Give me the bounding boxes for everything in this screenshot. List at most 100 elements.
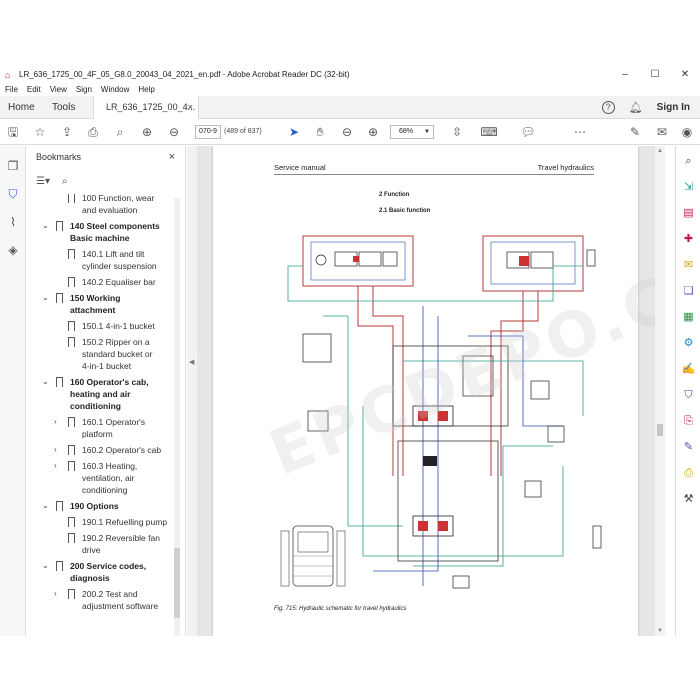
scroll-down-arrow-icon[interactable]: ▼	[657, 628, 663, 634]
select-cursor-icon[interactable]: ➤	[288, 125, 300, 139]
comment-icon[interactable]: 💬︎	[520, 125, 536, 139]
chevron-down-icon[interactable]: ⌄	[42, 293, 49, 302]
bookmarks-scrollbar[interactable]	[174, 198, 180, 636]
bookmark-item[interactable]: adjustment software	[54, 600, 176, 612]
menu-sign[interactable]: Sign	[75, 85, 92, 94]
scroll-up-arrow-icon[interactable]: ▲	[657, 148, 663, 154]
bookmark-item[interactable]: cylinder suspension	[54, 260, 176, 272]
bookmark-item[interactable]: platform	[54, 428, 176, 440]
bookmark-item[interactable]: attachment	[42, 304, 176, 316]
next-page-icon[interactable]: ⊖	[168, 125, 180, 139]
save-icon[interactable]: 🖫︎	[7, 125, 19, 139]
bookmark-item[interactable]: 190.1 Refuelling pump	[54, 516, 176, 530]
bookmark-item[interactable]: ›200.2 Test and	[54, 588, 176, 602]
search-tool-icon[interactable]: ⌕	[685, 155, 692, 167]
zoom-out-icon[interactable]: ⊖	[341, 125, 353, 139]
bookmarks-close-icon[interactable]: ×	[168, 151, 175, 163]
bookmark-item[interactable]: conditioning	[54, 484, 176, 496]
zoom-level-select[interactable]: 68% ▼	[390, 125, 434, 139]
notifications-bell-icon[interactable]: 🔔︎	[628, 102, 643, 114]
menu-help[interactable]: Help	[138, 85, 155, 94]
tab-home[interactable]: Home	[8, 102, 35, 113]
close-window-button[interactable]: ✕	[680, 69, 690, 80]
document-scrollbar[interactable]: ▲ ▼	[655, 146, 665, 636]
bookmark-item[interactable]: ⌄140 Steel components	[42, 220, 176, 234]
chevron-down-icon[interactable]: ⌄	[42, 501, 49, 510]
bookmark-search-icon[interactable]: ⌕	[61, 176, 68, 187]
bookmark-item[interactable]: ›160.1 Operator's	[54, 416, 176, 430]
scan-ocr-icon[interactable]: ⚙	[683, 337, 694, 349]
page-thumbnails-icon[interactable]: ❐	[7, 159, 19, 173]
bookmark-item[interactable]: ⌄160 Operator's cab,	[42, 376, 176, 390]
sign-pen-icon[interactable]: ✎	[629, 125, 641, 139]
bookmark-item[interactable]: ⌄200 Service codes,	[42, 560, 176, 574]
bookmark-item[interactable]: 190.2 Reversible fan	[54, 532, 176, 546]
document-scroll-thumb[interactable]	[657, 424, 663, 436]
chevron-down-icon[interactable]: ⌄	[42, 561, 49, 570]
send-for-review-icon[interactable]: ⎘	[684, 415, 693, 427]
comment-tool-icon[interactable]: ✉	[683, 259, 694, 271]
chevron-down-icon[interactable]: ⌄	[42, 377, 49, 386]
bookmark-item[interactable]: 100 Function, wear	[54, 194, 176, 206]
tab-tools[interactable]: Tools	[52, 102, 76, 113]
chevron-down-icon[interactable]: ⌄	[42, 221, 49, 230]
bookmark-item[interactable]: and evaluation	[54, 204, 176, 216]
organize-pages-icon[interactable]: ▦	[683, 311, 694, 323]
email-icon[interactable]: ✉	[656, 125, 668, 139]
bookmark-item[interactable]: 4-in-1 bucket	[54, 360, 176, 372]
bookmark-item[interactable]: 140.2 Equaliser bar	[54, 276, 176, 290]
more-tools-icon[interactable]: ⚒	[683, 493, 694, 505]
share-user-icon[interactable]: ◉	[681, 125, 693, 139]
zoom-in-icon[interactable]: ⊕	[367, 125, 379, 139]
bookmark-star-icon[interactable]: ☆	[34, 125, 46, 139]
zoom-search-icon[interactable]: ⌕	[116, 125, 124, 139]
tab-close-icon[interactable]: ×	[187, 102, 193, 112]
bookmark-item[interactable]: 150.1 4-in-1 bucket	[54, 320, 176, 334]
help-icon[interactable]: ?	[601, 101, 615, 114]
menu-view[interactable]: View	[49, 85, 67, 94]
bookmark-item[interactable]: 140.1 Lift and tilt	[54, 248, 176, 262]
bookmark-item[interactable]: diagnosis	[42, 572, 176, 584]
menu-window[interactable]: Window	[100, 85, 130, 94]
protect-icon[interactable]: ⛉	[684, 389, 693, 401]
more-options-icon[interactable]: ⋯	[574, 125, 586, 139]
page-fit-icon[interactable]: ⇳	[451, 125, 463, 139]
layers-icon[interactable]: ◈	[8, 243, 18, 257]
combine-files-icon[interactable]: ❏	[683, 285, 694, 297]
attachments-paperclip-icon[interactable]: ⌇	[10, 215, 16, 229]
create-pdf-icon[interactable]: ▤	[683, 207, 694, 219]
chevron-right-icon[interactable]: ›	[54, 417, 57, 426]
fill-sign-icon[interactable]: ✍	[681, 363, 696, 375]
edit-pdf-icon[interactable]: ✚	[683, 233, 694, 245]
upload-cloud-icon[interactable]: ⇪	[61, 125, 73, 139]
chevron-right-icon[interactable]: ›	[54, 461, 57, 470]
hand-tool-icon[interactable]: ✋︎	[316, 125, 324, 139]
bookmark-item[interactable]: standard bucket or	[54, 348, 176, 360]
bookmarks-panel-icon[interactable]: ⛉	[8, 187, 18, 201]
stamp-icon[interactable]: ⎙	[684, 467, 693, 479]
bookmark-item[interactable]: ›160.2 Operator's cab	[54, 444, 176, 458]
bookmarks-scroll-thumb[interactable]	[174, 548, 180, 618]
menu-edit[interactable]: Edit	[26, 85, 41, 94]
document-view[interactable]: Service manual Travel hydraulics 2 Funct…	[197, 146, 655, 636]
export-pdf-icon[interactable]: ⇲	[683, 181, 694, 193]
menu-file[interactable]: File	[5, 85, 18, 94]
redact-icon[interactable]: ✎	[683, 441, 694, 453]
sign-in-button[interactable]: Sign In	[656, 102, 690, 113]
keyboard-icon[interactable]: ⌨	[480, 125, 498, 139]
bookmark-item[interactable]: ventilation, air	[54, 472, 176, 484]
previous-page-icon[interactable]: ⊕	[141, 125, 153, 139]
print-icon[interactable]: ⎙	[88, 125, 98, 139]
bookmark-item[interactable]: ›160.3 Heating,	[54, 460, 176, 474]
bookmark-item[interactable]: ⌄190 Options	[42, 500, 176, 514]
maximize-button[interactable]: ☐	[650, 69, 660, 80]
bookmark-item[interactable]: heating and air	[42, 388, 176, 400]
bookmark-item[interactable]: ⌄150 Working	[42, 292, 176, 306]
bookmark-item[interactable]: conditioning	[42, 400, 176, 412]
bookmark-item[interactable]: Basic machine	[42, 232, 176, 244]
page-number-input[interactable]: 070-9	[195, 125, 221, 139]
bookmark-item[interactable]: 150.2 Ripper on a	[54, 336, 176, 350]
bookmark-item[interactable]: drive	[54, 544, 176, 556]
chevron-right-icon[interactable]: ›	[54, 445, 57, 454]
bookmark-options-icon[interactable]: ☰▾	[36, 176, 50, 187]
